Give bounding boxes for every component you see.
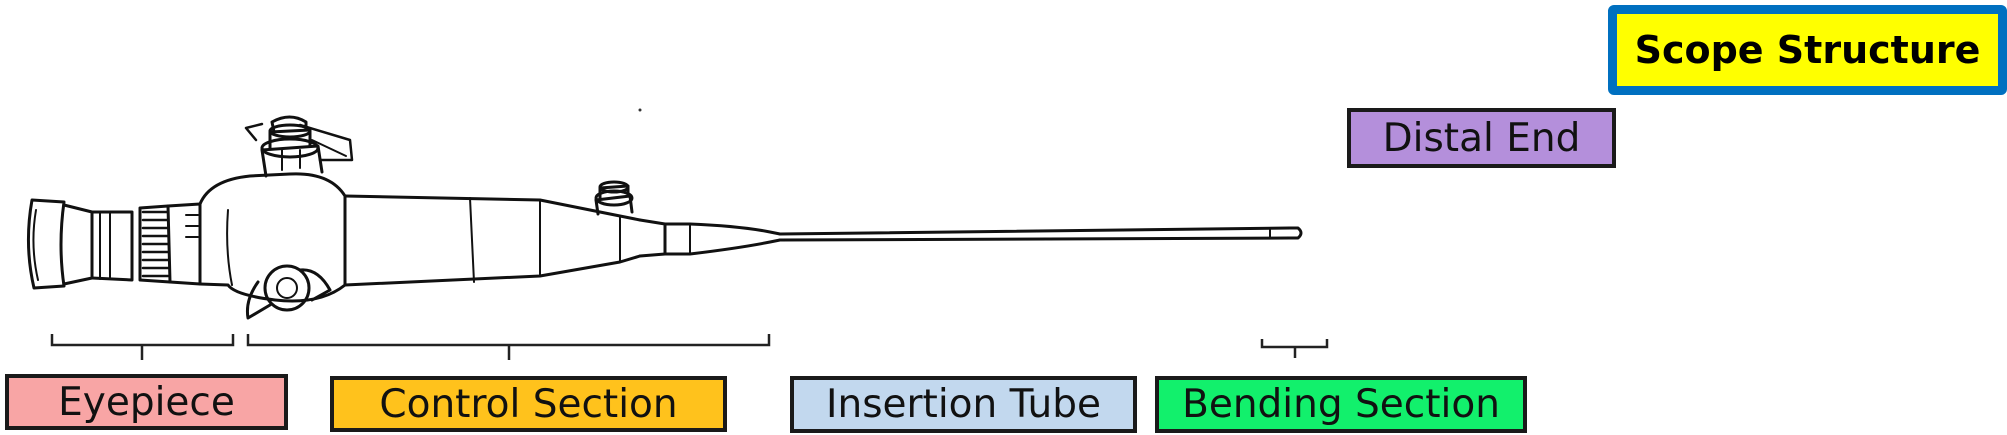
diagram-title-box: Scope Structure [1608,5,2007,95]
eyepiece-part [26,198,202,290]
eyepiece-text: Eyepiece [58,379,235,425]
control-section-bracket [246,334,771,360]
insertion-tube-label: Insertion Tube [790,376,1137,433]
control-body-part [198,115,354,320]
bending-section-label: Bending Section [1155,376,1527,433]
distal-end-text: Distal End [1382,115,1581,161]
control-handle-part [343,180,667,287]
insertion-tube-part [778,226,1303,242]
distal-end-label: Distal End [1347,108,1616,168]
eyepiece-label: Eyepiece [5,374,288,430]
stray-dot [638,108,642,112]
eyepiece-bracket [50,334,235,360]
control-section-label: Control Section [330,376,727,432]
strain-relief-part [663,222,782,256]
bending-section-bracket [1260,339,1329,358]
insertion-tube-text: Insertion Tube [825,382,1102,427]
control-section-text: Control Section [379,381,678,427]
bending-section-text: Bending Section [1182,382,1500,427]
diagram-title: Scope Structure [1634,28,1981,72]
